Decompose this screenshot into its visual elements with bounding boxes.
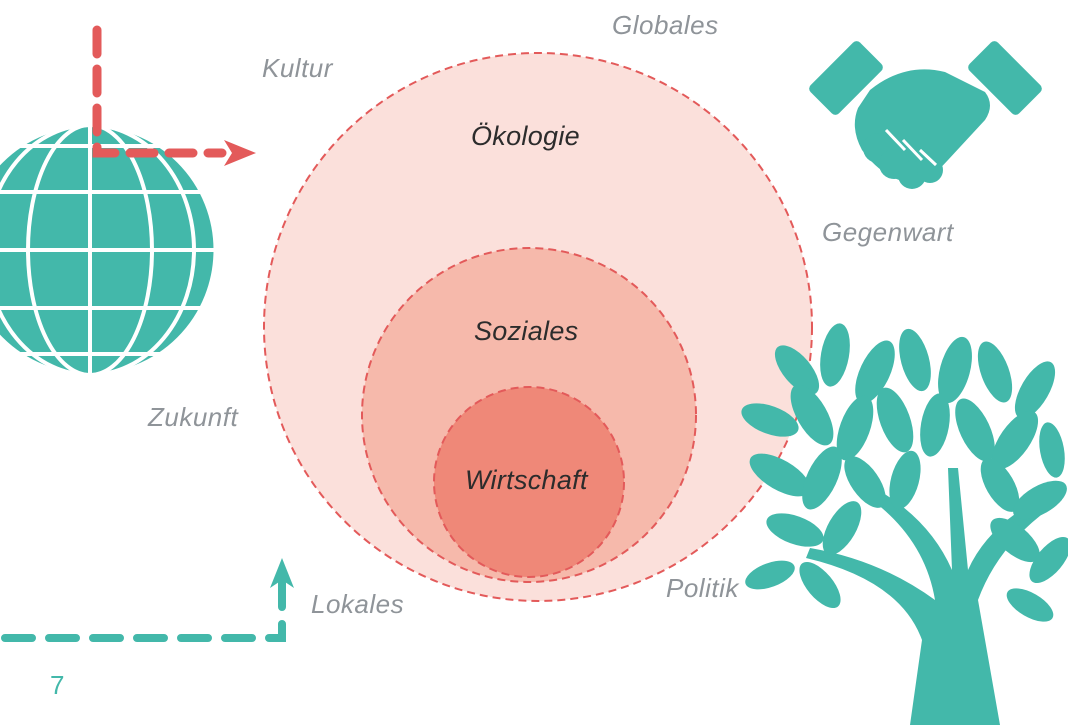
label-wirtschaft: Wirtschaft — [465, 465, 588, 495]
circle-wirtschaft — [433, 386, 625, 578]
label-lokales: Lokales — [311, 589, 405, 619]
handshake-icon — [809, 41, 1042, 189]
label-oekologie: Ökologie — [471, 121, 580, 151]
arrow-right-icon — [92, 25, 256, 166]
label-zukunft: Zukunft — [148, 402, 239, 432]
label-soziales: Soziales — [474, 316, 579, 346]
label-globales: Globales — [612, 10, 719, 40]
label-politik: Politik — [666, 573, 739, 603]
label-gegenwart: Gegenwart — [822, 217, 954, 247]
tree-icon — [741, 323, 1068, 725]
nested-circles — [263, 52, 813, 602]
arrow-up-icon — [1, 558, 294, 642]
page-number: 7 — [50, 670, 65, 700]
globe-icon — [0, 123, 217, 377]
label-kultur: Kultur — [262, 53, 333, 83]
